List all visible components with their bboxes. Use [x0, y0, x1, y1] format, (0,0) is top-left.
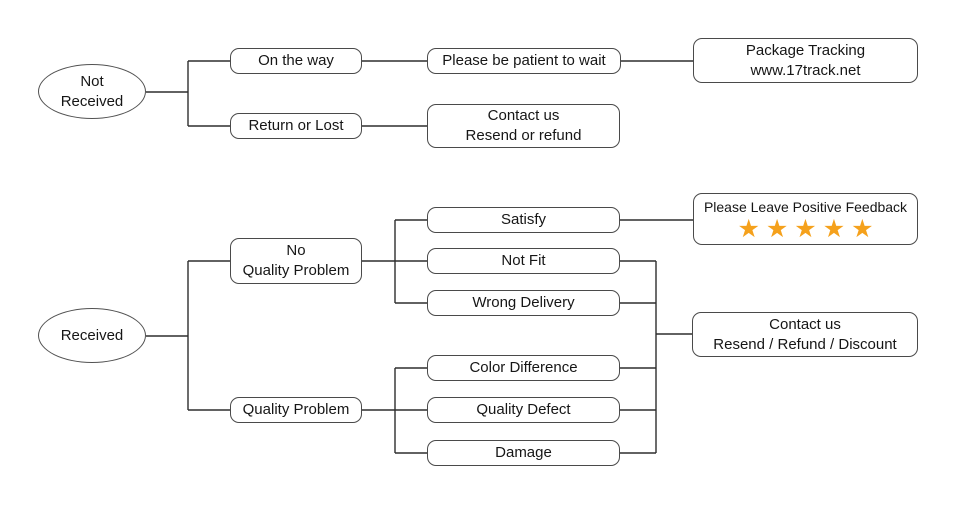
node-please-be-patient: Please be patient to wait [427, 48, 621, 74]
node-quality-defect: Quality Defect [427, 397, 620, 423]
node-on-the-way: On the way [230, 48, 362, 74]
five-star-rating-icon: ★★★★★ [737, 215, 880, 243]
node-not-received: Not Received [38, 64, 146, 119]
node-quality-problem: Quality Problem [230, 397, 362, 423]
node-positive-feedback: Please Leave Positive Feedback ★★★★★ [693, 193, 918, 245]
node-damage: Damage [427, 440, 620, 466]
node-wrong-delivery: Wrong Delivery [427, 290, 620, 316]
node-contact-us-resend-or-refund: Contact us Resend or refund [427, 104, 620, 148]
node-received: Received [38, 308, 146, 363]
feedback-title: Please Leave Positive Feedback [703, 199, 908, 215]
node-satisfy: Satisfy [427, 207, 620, 233]
node-package-tracking: Package Tracking www.17track.net [693, 38, 918, 83]
node-contact-us-resend-refund-discount: Contact us Resend / Refund / Discount [692, 312, 918, 357]
node-return-or-lost: Return or Lost [230, 113, 362, 139]
node-color-difference: Color Difference [427, 355, 620, 381]
node-no-quality-problem: No Quality Problem [230, 238, 362, 284]
node-not-fit: Not Fit [427, 248, 620, 274]
